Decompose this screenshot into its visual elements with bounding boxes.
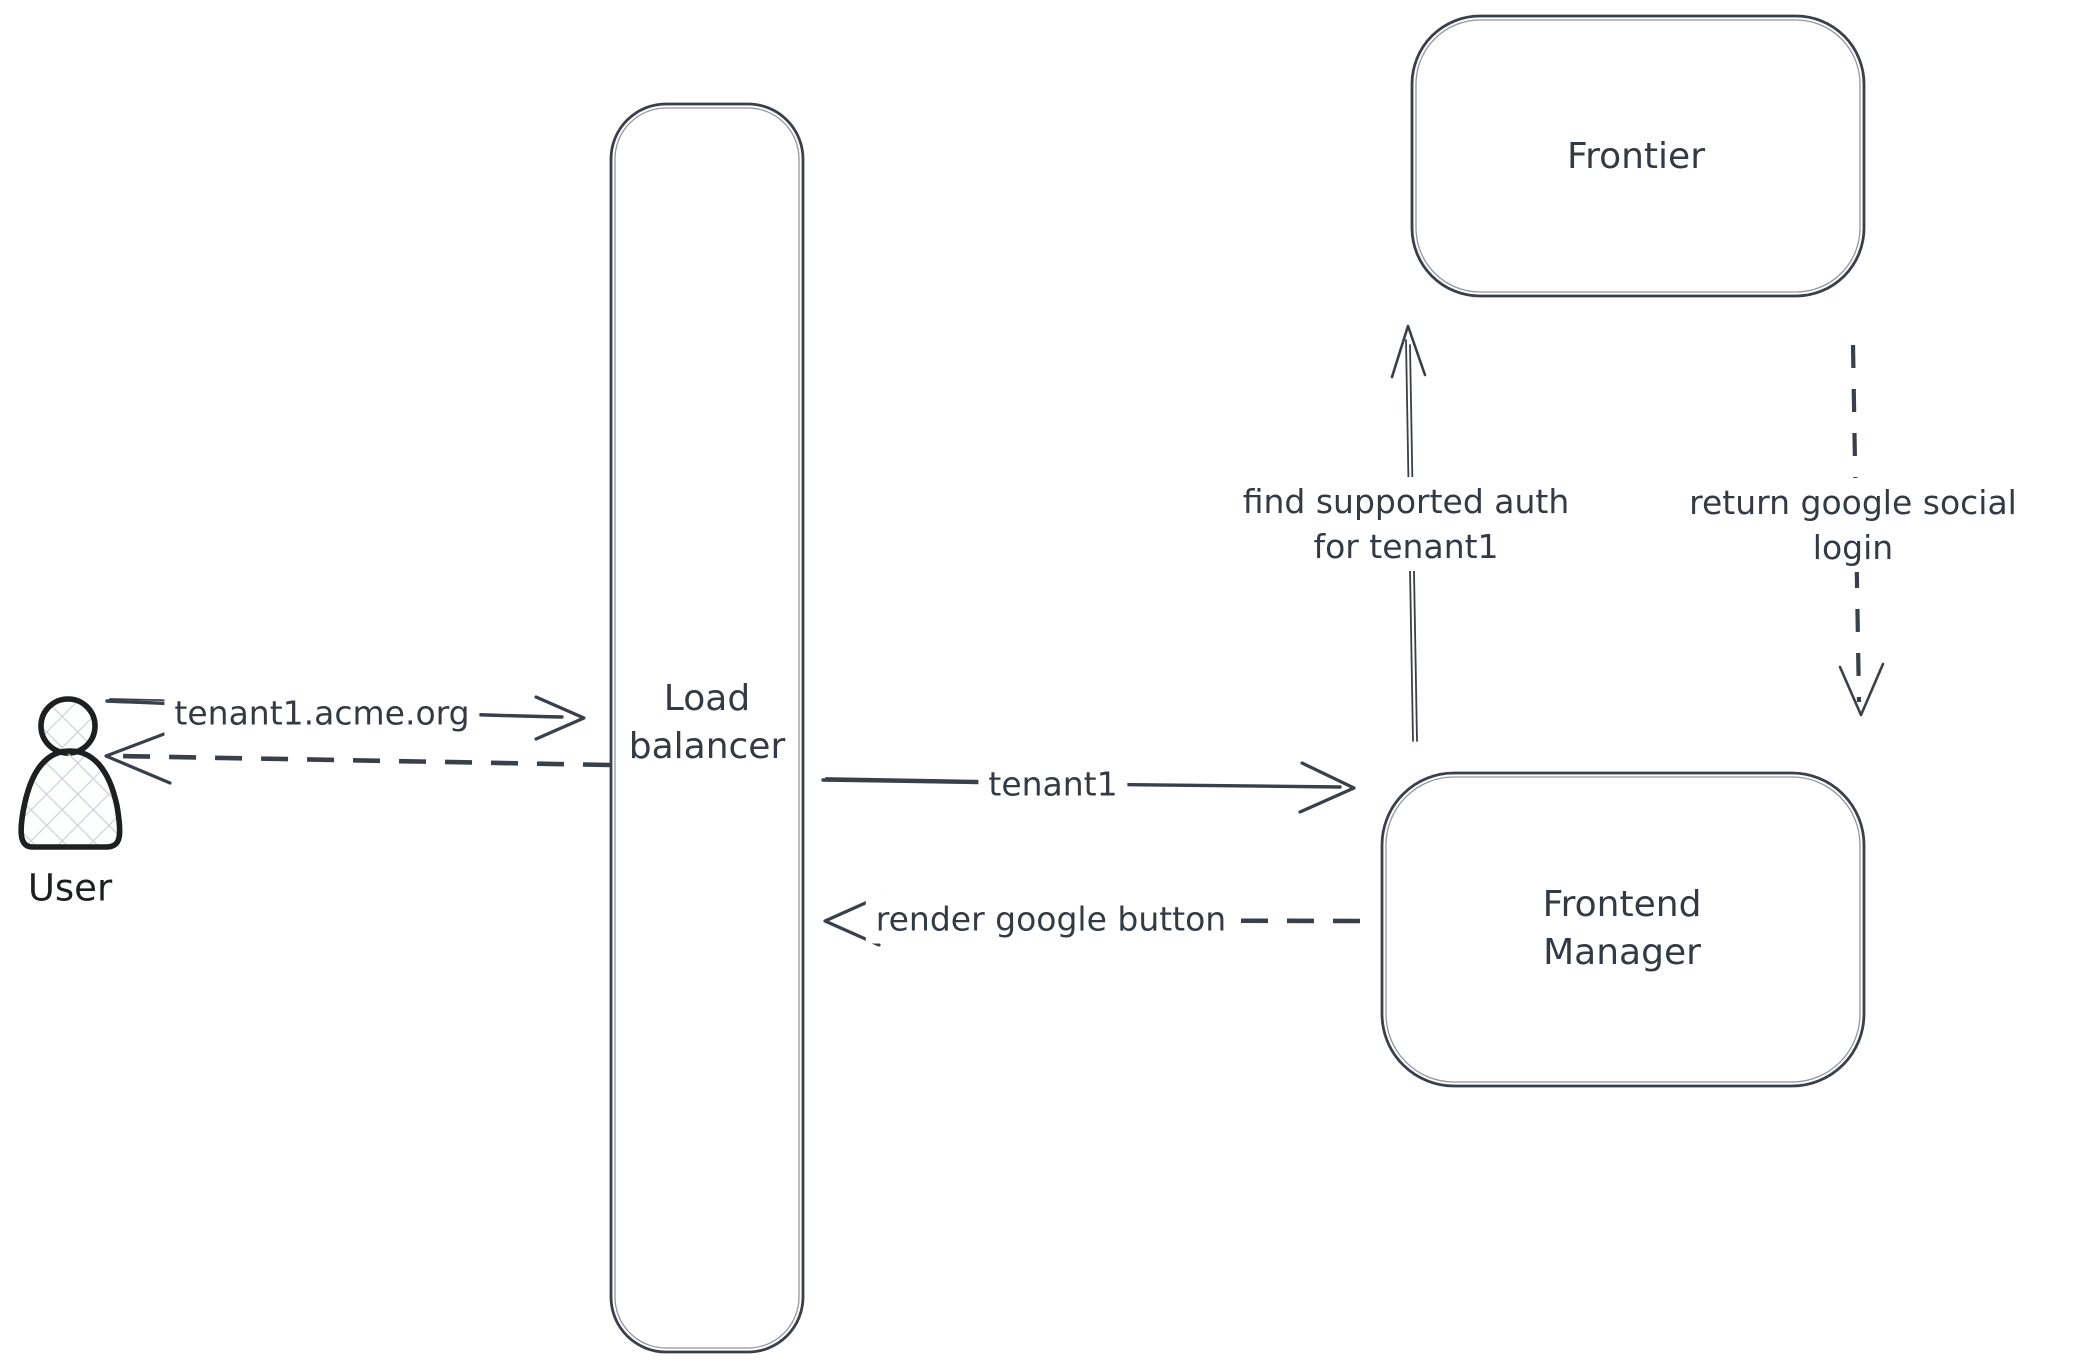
- arrow-head-up: [1390, 324, 1427, 379]
- edge-label-find-supported-auth: find supported auth for tenant1: [1232, 477, 1580, 571]
- load-balancer-box: [609, 102, 805, 1354]
- arrow-head-left: [823, 894, 883, 947]
- arrow-head-down: [1838, 662, 1885, 717]
- frontend-manager-box: [1380, 771, 1866, 1088]
- frontend-manager-label-line2: Manager: [1543, 932, 1701, 973]
- arrow-shaft: [117, 753, 611, 768]
- edge-label-tenant1-acme-org: tenant1.acme.org: [164, 688, 480, 738]
- arrow-head-right: [1298, 761, 1356, 814]
- edge-label-return-google-social-login-line2: login: [1812, 528, 1894, 567]
- frontier-node: [1410, 14, 1866, 298]
- load-balancer-label: Load balancer: [629, 675, 786, 771]
- frontend-manager-label-line1: Frontend: [1542, 884, 1702, 925]
- load-balancer-label-line1: Load: [663, 678, 751, 719]
- edge-label-find-supported-auth-line1: find supported auth: [1242, 482, 1570, 521]
- frontend-manager-node: [1380, 771, 1866, 1088]
- arrow-head-right: [534, 695, 586, 741]
- frontend-manager-label: Frontend Manager: [1543, 881, 1702, 977]
- user-icon: [18, 696, 123, 850]
- load-balancer-box-echo: [614, 107, 800, 1349]
- load-balancer-node: [609, 102, 805, 1354]
- edge-label-return-google-social-login-line1: return google social: [1689, 483, 2017, 522]
- arrow-head-left: [104, 729, 174, 785]
- edge-label-return-google-social-login: return google social login: [1679, 478, 2027, 572]
- user-icon-body: [18, 748, 123, 850]
- frontier-box-echo: [1415, 19, 1861, 293]
- edge-label-tenant1: tenant1: [978, 759, 1128, 809]
- load-balancer-label-line2: balancer: [628, 726, 786, 767]
- user-label: User: [27, 866, 113, 910]
- edge-label-render-google-button: render google button: [865, 894, 1237, 944]
- arrow-response-to-user: [104, 729, 611, 785]
- frontier-box: [1410, 14, 1866, 298]
- user-icon-head: [38, 696, 98, 756]
- frontier-label: Frontier: [1566, 136, 1706, 177]
- frontend-manager-box-echo: [1385, 776, 1861, 1083]
- edge-label-find-supported-auth-line2: for tenant1: [1313, 527, 1499, 566]
